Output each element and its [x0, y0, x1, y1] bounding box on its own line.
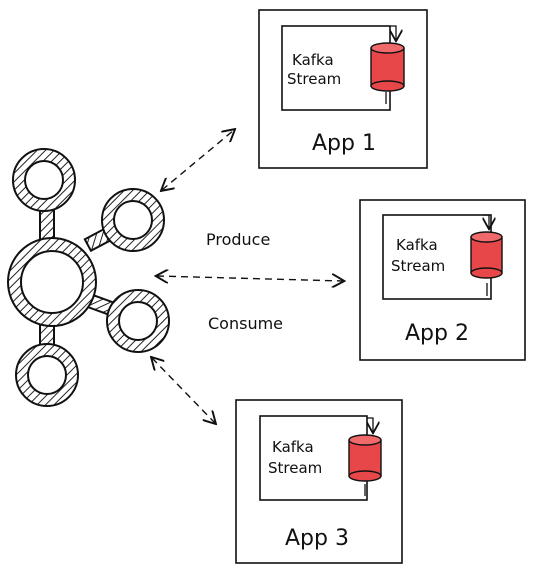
app-1-box: Kafka Stream App 1: [258, 9, 428, 169]
stream-label-line2: Stream: [287, 70, 341, 88]
database-cylinder-icon: [370, 42, 405, 92]
stream-label-line1: Kafka: [396, 236, 438, 254]
app-title: App 3: [285, 526, 349, 551]
database-cylinder-icon: [470, 231, 503, 279]
stream-label-line1: Kafka: [292, 51, 334, 69]
consume-label: Consume: [208, 314, 283, 333]
arrow-to-app1: [162, 130, 234, 190]
database-cylinder-icon: [348, 434, 382, 482]
arrow-to-app2: [157, 276, 343, 281]
stream-label-line1: Kafka: [272, 438, 314, 456]
produce-label: Produce: [206, 230, 270, 249]
arrow-to-app3: [152, 358, 215, 423]
stream-label-line2: Stream: [391, 257, 445, 275]
app-3-box: Kafka Stream App 3: [235, 399, 403, 564]
stream-label-line2: Stream: [268, 459, 322, 477]
app-title: App 1: [312, 131, 376, 156]
app-title: App 2: [405, 321, 469, 346]
app-2-box: Kafka Stream App 2: [359, 199, 526, 361]
kafka-cluster-icon: [7, 148, 170, 407]
